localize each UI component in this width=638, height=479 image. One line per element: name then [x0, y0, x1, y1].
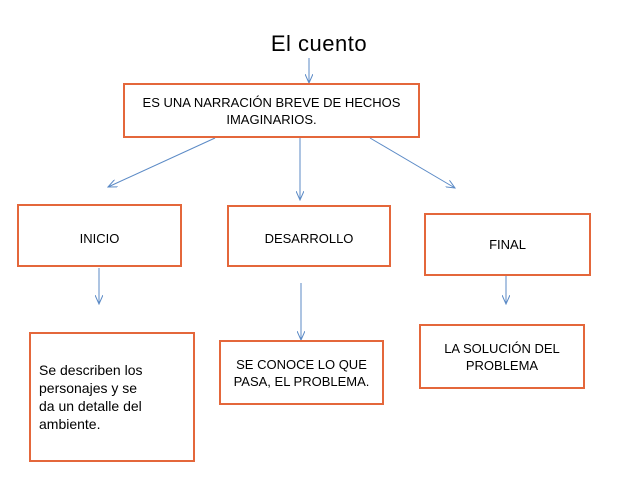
desarrollo-label: DESARROLLO — [264, 231, 354, 246]
arrow-root-to-inicio — [108, 137, 216, 187]
root-definition-text: ES UNA NARRACIÓN BREVE DE HECHOS IMAGINA… — [142, 94, 401, 127]
inicio-box: INICIO — [17, 204, 182, 267]
final-label: FINAL — [489, 237, 526, 252]
inicio-detail-box: Se describen los personajes y se da un d… — [29, 332, 195, 462]
desarrollo-detail-box: SE CONOCE LO QUE PASA, EL PROBLEMA. — [219, 340, 384, 405]
root-definition-box: ES UNA NARRACIÓN BREVE DE HECHOS IMAGINA… — [123, 83, 420, 138]
diagram-title: El cuento — [270, 31, 368, 56]
final-detail-text: LA SOLUCIÓN DEL PROBLEMA — [444, 340, 560, 373]
inicio-label: INICIO — [79, 231, 120, 246]
desarrollo-box: DESARROLLO — [227, 205, 391, 267]
arrow-root-to-final — [369, 137, 455, 188]
inicio-detail-text: Se describen los personajes y se da un d… — [39, 362, 143, 432]
desarrollo-detail-text: SE CONOCE LO QUE PASA, EL PROBLEMA. — [233, 356, 370, 389]
final-box: FINAL — [424, 213, 591, 276]
final-detail-box: LA SOLUCIÓN DEL PROBLEMA — [419, 324, 585, 389]
